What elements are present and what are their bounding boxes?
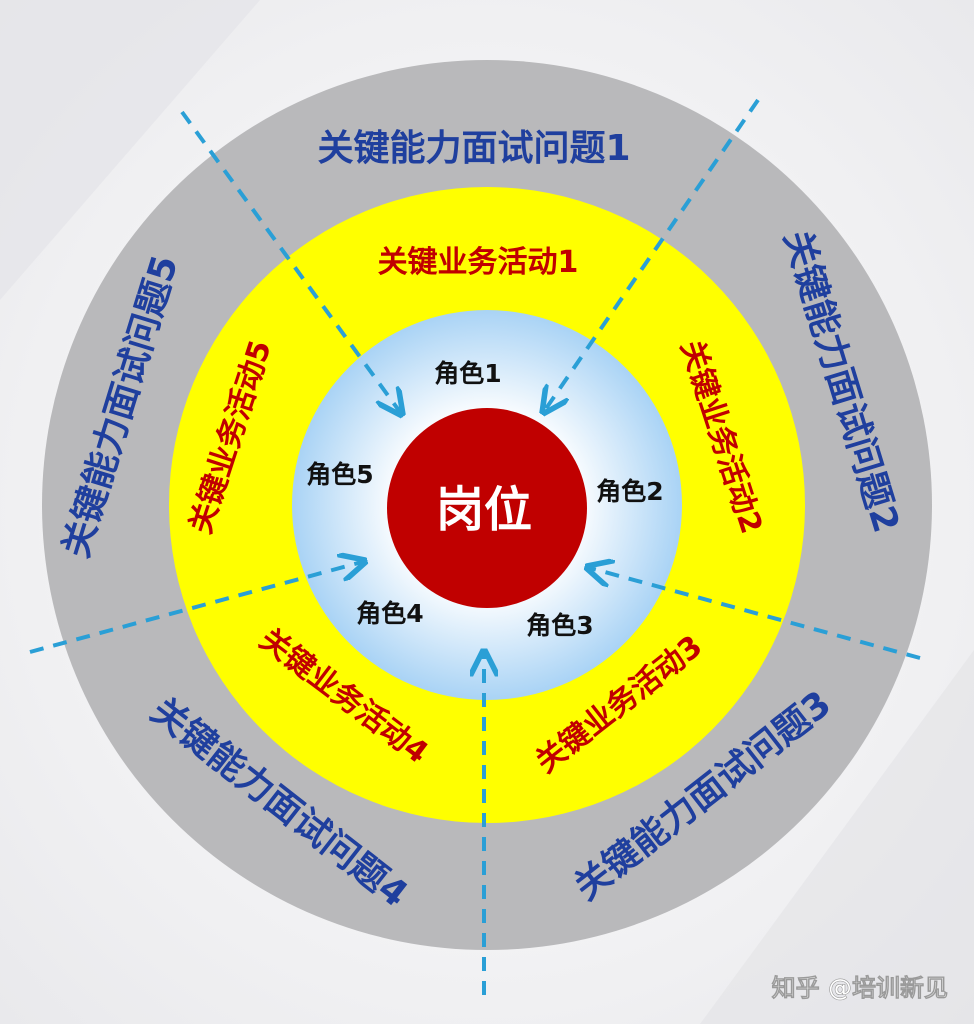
- watermark: 知乎 @培训新见: [772, 974, 948, 1002]
- role-label-2: 角色2: [596, 477, 663, 506]
- role-label-5: 角色5: [306, 460, 373, 489]
- divider-line: [545, 98, 760, 410]
- divider-line: [590, 568, 921, 660]
- center-label: 岗位: [436, 482, 532, 538]
- divider-line: [29, 562, 362, 654]
- role-label-1: 角色1: [434, 359, 501, 388]
- divider-lines: [29, 98, 921, 995]
- role-label-4: 角色4: [356, 599, 423, 628]
- divider-line: [180, 110, 400, 412]
- center-circle: [387, 408, 587, 608]
- background-facet: [0, 0, 260, 300]
- question-label-1: 关键能力面试问题1: [317, 128, 630, 169]
- role-label-3: 角色3: [526, 611, 593, 640]
- activity-label-1: 关键业务活动1: [378, 245, 579, 280]
- background-facet: [700, 650, 974, 1024]
